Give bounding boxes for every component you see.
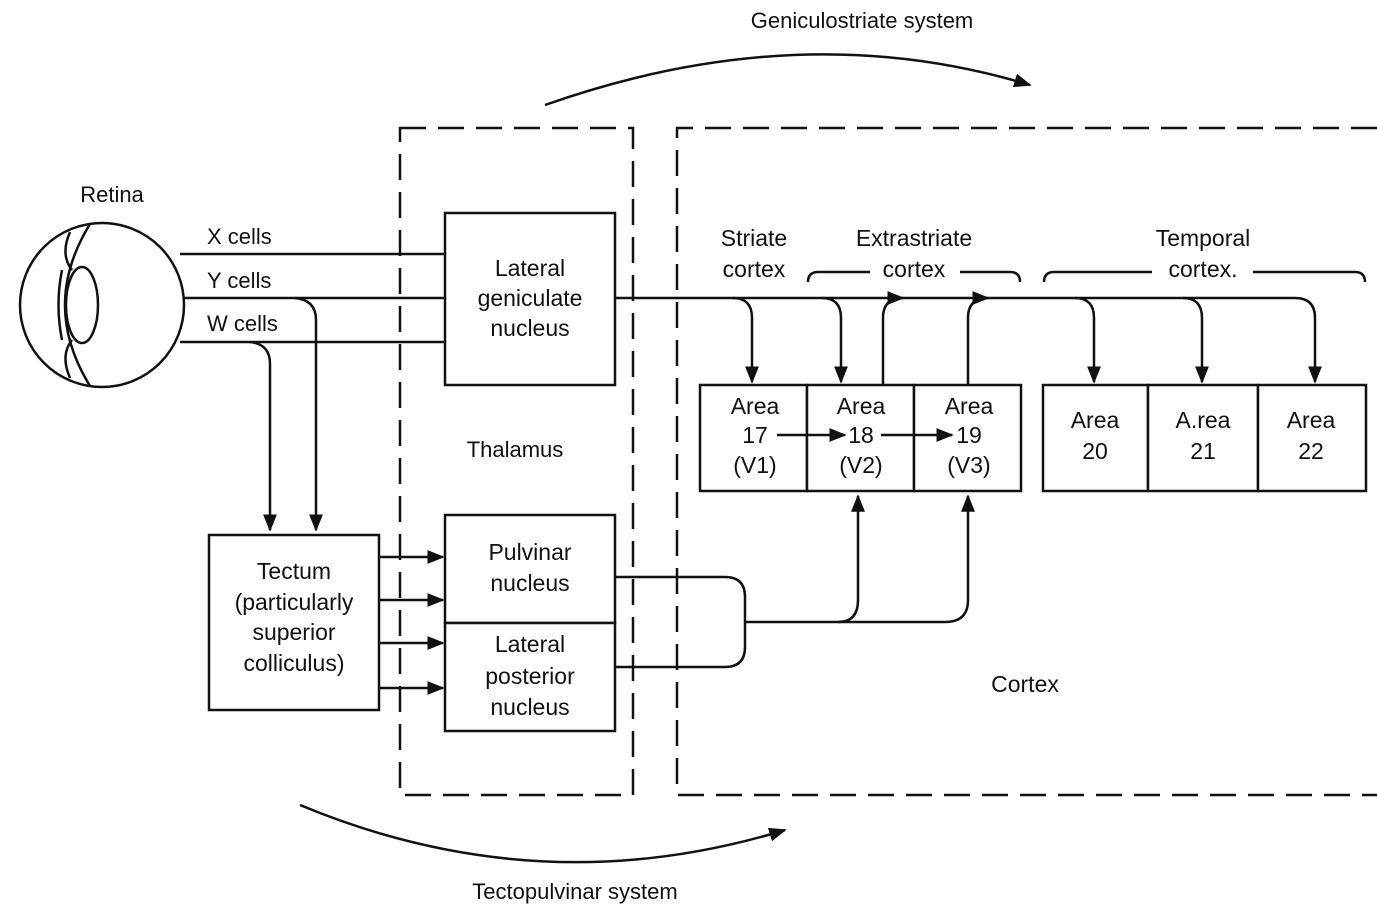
lp-label-line-2: posterior	[485, 663, 575, 689]
pulvinar-label-line-2: nucleus	[490, 570, 569, 596]
area-17-line-3: (V1)	[733, 452, 776, 478]
temporal-label-line-1: Temporal	[1156, 225, 1251, 251]
area-22-line-2: 22	[1298, 438, 1324, 464]
tectopulvinar-outputs	[615, 496, 968, 667]
lgn-label-line-1: Lateral	[495, 255, 565, 281]
w-cells-label: W cells	[207, 311, 278, 336]
lp-label-line-1: Lateral	[495, 631, 565, 657]
cortex-label: Cortex	[991, 671, 1059, 697]
striate-label-line-1: Striate	[721, 225, 787, 251]
x-cells-label: X cells	[207, 224, 272, 249]
temporal-label-line-2: cortex.	[1168, 256, 1237, 282]
y-cells-label: Y cells	[207, 268, 271, 293]
eye-icon	[20, 223, 184, 387]
pulvinar-label-line-1: Pulvinar	[488, 539, 571, 565]
tectopulvinar-label: Tectopulvinar system	[472, 879, 677, 904]
area-19-line-3: (V3)	[947, 452, 990, 478]
tectum-label-line-3: superior	[252, 619, 335, 645]
tectum-to-thalamus-arrows	[379, 557, 443, 688]
area-17-line-1: Area	[731, 393, 780, 419]
tectum-label-line-1: Tectum	[257, 558, 331, 584]
striate-label-line-2: cortex	[723, 256, 786, 282]
area-20-line-2: 20	[1082, 438, 1108, 464]
area-18-line-3: (V2)	[839, 452, 882, 478]
extrastriate-label-line-2: cortex	[883, 256, 946, 282]
pulvinar-box	[445, 515, 615, 623]
retina-outputs	[180, 254, 445, 530]
area-18-line-2: 18	[848, 422, 874, 448]
lgn-label-line-3: nucleus	[490, 315, 569, 341]
area-21-line-2: 21	[1190, 438, 1216, 464]
area-18-line-1: Area	[837, 393, 886, 419]
geniculostriate-arc	[545, 54, 1030, 105]
geniculostriate-bus	[615, 298, 1315, 385]
tectopulvinar-arc	[300, 805, 785, 862]
area-20-line-1: Area	[1071, 407, 1120, 433]
thalamus-label: Thalamus	[467, 437, 564, 462]
area-17-line-2: 17	[742, 422, 768, 448]
extrastriate-label-line-1: Extrastriate	[856, 225, 972, 251]
tectum-label-line-4: colliculus)	[244, 650, 345, 676]
area-21-line-1: A.rea	[1176, 407, 1231, 433]
tectum-label-line-2: (particularly	[235, 589, 354, 615]
area-19-line-1: Area	[945, 393, 994, 419]
lgn-label-line-2: geniculate	[478, 285, 583, 311]
area-22-line-1: Area	[1287, 407, 1336, 433]
geniculostriate-label: Geniculostriate system	[751, 8, 974, 33]
area-19-line-2: 19	[956, 422, 982, 448]
lp-label-line-3: nucleus	[490, 694, 569, 720]
retina-label: Retina	[80, 182, 144, 207]
